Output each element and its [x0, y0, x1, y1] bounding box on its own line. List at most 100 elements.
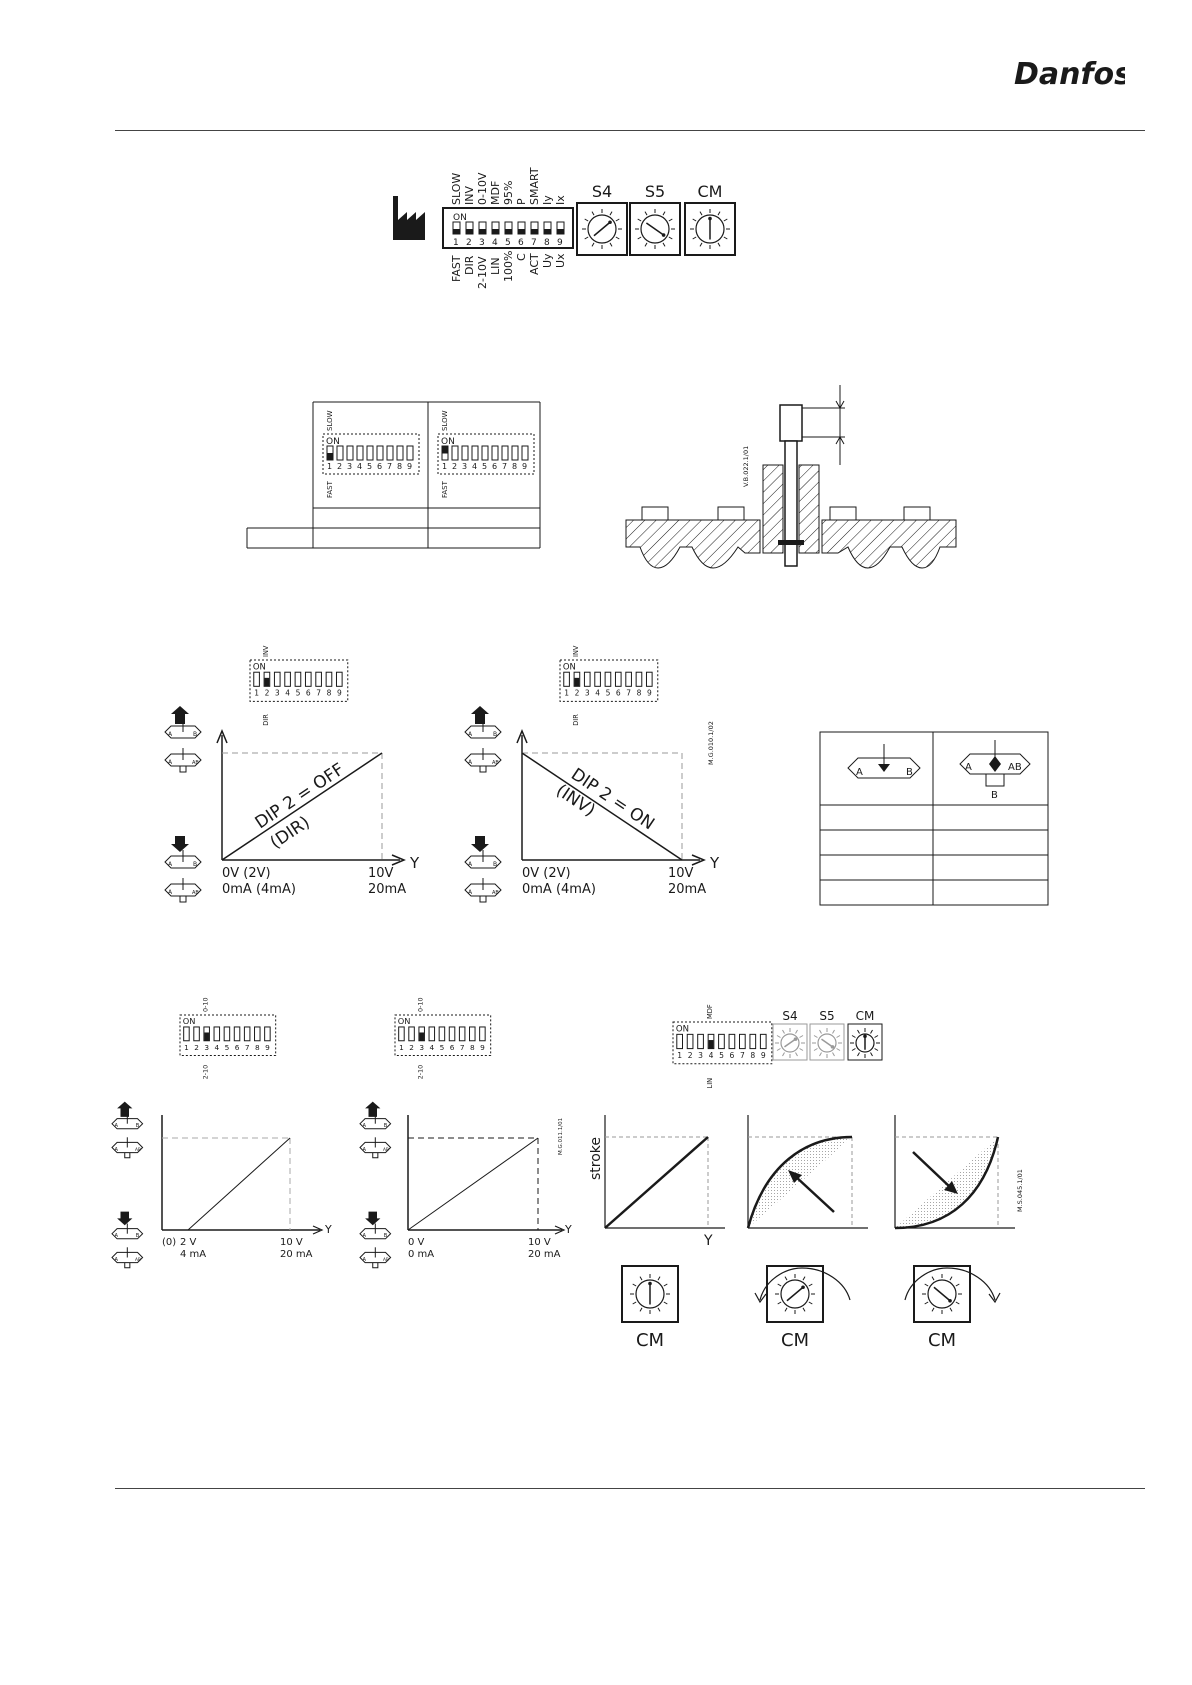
dip-number-6: 6: [730, 1051, 735, 1060]
dip-switch-9: [335, 671, 343, 687]
speed-switch-7: [501, 445, 509, 461]
cm-dial-caption: CM: [781, 1330, 809, 1351]
flow-down-icon: [365, 1211, 381, 1226]
valve-port-a: A: [363, 1147, 367, 1153]
direction-axis-y-right: Y: [709, 854, 720, 872]
speed-switch-3: [346, 445, 354, 461]
valve-2way-icon: [464, 725, 502, 739]
characteristic-dial-box: [809, 1023, 845, 1061]
dip-number-9: 9: [480, 1043, 485, 1052]
speed-switch-9: [406, 445, 414, 461]
dial-tick: [832, 1029, 835, 1034]
direction-line-dir: [221, 752, 383, 861]
speed-top-label: SLOW: [326, 410, 334, 431]
dial-tick: [632, 1301, 637, 1305]
dial-tick: [851, 1035, 856, 1038]
dial-tick: [776, 1048, 781, 1051]
dial-tick: [924, 1301, 929, 1305]
signal-right-axis: Y: [564, 1223, 572, 1236]
dip-number-7: 7: [316, 689, 321, 698]
dip-number-7: 7: [460, 1043, 465, 1052]
table-valve-b: B: [906, 767, 913, 778]
dial-tick: [949, 1307, 953, 1312]
dial-tick: [637, 236, 642, 240]
dial-tick: [813, 1048, 818, 1051]
dip-number-9: 9: [761, 1051, 766, 1060]
dip-switch-8: [635, 671, 643, 687]
direction-right-x1-v: 10V: [668, 866, 694, 881]
overview-switch-number: 8: [544, 238, 550, 248]
overview-bottom-label: 100%: [502, 251, 515, 282]
dial-circle: [855, 1033, 875, 1053]
valve-2way-icon: [164, 725, 202, 739]
valve-port-ab: AB: [492, 890, 499, 896]
speed-top-label: SLOW: [441, 410, 449, 431]
table-valve3-a: A: [965, 762, 972, 773]
direction-left-x0-ma: 0mA (4mA): [222, 882, 296, 897]
dial-pointer-tip: [801, 1285, 805, 1290]
valve-port-ab: AB: [135, 1257, 141, 1263]
speed-dip-outline: [437, 433, 535, 475]
dial-circle: [817, 1033, 837, 1053]
valve-port-a: A: [468, 731, 473, 738]
dial-tick: [802, 1307, 806, 1312]
dial-tick: [717, 211, 721, 216]
overview-top-label: SMART: [528, 167, 541, 205]
valve-3way-icon: [359, 1251, 392, 1264]
dip-bottom-label: LIN: [706, 1078, 714, 1089]
dip-switch-1: [253, 671, 260, 687]
dial-circle: [780, 1279, 810, 1309]
dial-pointer-tip: [661, 233, 666, 237]
dip-outline: [394, 1014, 492, 1056]
valve-port-b: B: [136, 1123, 140, 1129]
flow-up-icon: [117, 1101, 133, 1117]
dip-top-label: INV: [262, 645, 270, 657]
flow-down-icon: [117, 1211, 133, 1226]
dip-switch-4: [594, 671, 601, 687]
valve-port-a: A: [115, 1233, 119, 1239]
valve-port-ab: AB: [192, 760, 199, 766]
valve-port-ab: AB: [383, 1257, 389, 1263]
valve-3way-icon: [111, 1251, 144, 1264]
factory-icon: [393, 196, 425, 240]
valve-port-b-leg: [372, 1262, 379, 1269]
overview-top-label: Ix: [554, 195, 567, 205]
speed-switch-lever: [442, 446, 448, 454]
direction-left-x0-v: 0V (2V): [222, 866, 271, 881]
speed-switch-6: [376, 445, 384, 461]
dial-pointer: [784, 1038, 796, 1048]
cm-dial-box: [766, 1265, 824, 1323]
dip-number-4: 4: [595, 689, 600, 698]
overview-switch-lever: [557, 229, 564, 234]
dial-tick: [931, 1276, 935, 1281]
valve-port-b-leg: [124, 1152, 131, 1159]
speed-switch-number: 5: [482, 462, 487, 471]
dial-tick: [799, 1048, 804, 1051]
overview-bottom-label: 2-10V: [476, 256, 489, 289]
overview-switch-lever: [453, 229, 460, 234]
speed-switch-number: 1: [327, 462, 332, 471]
dial-tick: [662, 211, 666, 216]
signal-line-2-10: [187, 1137, 291, 1231]
signal-left-x1-v: 2 V: [180, 1237, 197, 1248]
dial-tick: [632, 1283, 637, 1287]
dial-tick: [870, 1029, 873, 1034]
dip-number-1: 1: [184, 1043, 189, 1052]
dial-tick: [723, 236, 728, 240]
stroke-figure-code: V.B.022.1/01: [742, 446, 750, 487]
dial-tick: [668, 218, 673, 222]
direction-right-x0-ma: 0mA (4mA): [522, 882, 596, 897]
dip-switch-7: [625, 671, 632, 687]
valve-port-ab: AB: [383, 1147, 389, 1153]
signal-left-x1-ma: 4 mA: [180, 1249, 206, 1260]
overview-top-label: Iy: [541, 195, 554, 205]
dip-number-4: 4: [285, 689, 290, 698]
overview-bottom-label: Ux: [554, 253, 567, 268]
direction-code: M.G.010.1/02: [707, 721, 715, 765]
dip-switch-2: [193, 1026, 200, 1042]
